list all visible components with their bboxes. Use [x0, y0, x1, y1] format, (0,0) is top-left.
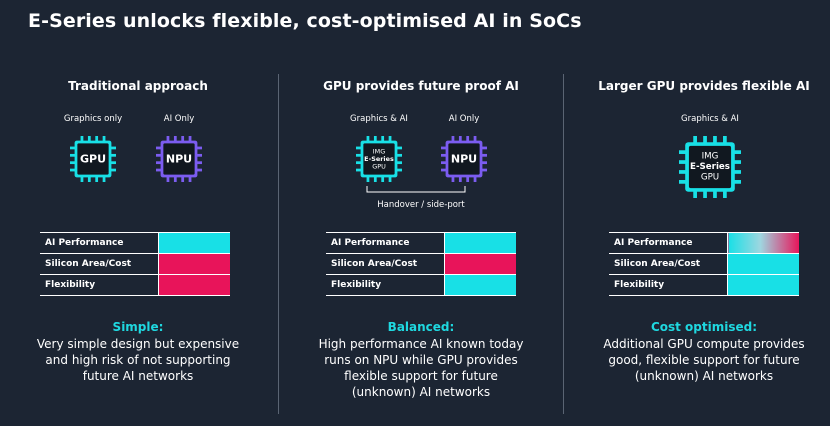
summary-line: flexible support for future: [344, 369, 498, 383]
metric-bar: [158, 232, 230, 254]
chip-caption: Graphics & AI: [681, 114, 739, 124]
chip-caption: Graphics & AI: [350, 114, 408, 124]
chip-label: NPU: [166, 153, 192, 166]
chip-caption: AI Only: [163, 114, 195, 124]
chip-label: NPU: [451, 153, 477, 166]
summary-line: High performance AI known today: [318, 337, 524, 351]
chip-label: GPU: [80, 153, 106, 166]
chip-label: IMG: [702, 152, 719, 162]
metric-bar: [444, 232, 516, 254]
summary-line: Very simple design but expensive: [36, 337, 240, 351]
summary-title: Balanced:: [387, 320, 455, 334]
summary-line: runs on NPU while GPU provides: [324, 353, 518, 367]
metric-bar: [727, 274, 799, 296]
column-heading: Larger GPU provides flexible AI: [598, 79, 810, 93]
chip-label: GPU: [701, 172, 719, 182]
chip-label: IMG: [373, 147, 385, 155]
metric-bar: [158, 253, 230, 275]
summary-title: Cost optimised:: [650, 320, 758, 334]
metric-label: Silicon Area/Cost: [40, 253, 160, 275]
column-heading: Traditional approach: [68, 79, 208, 93]
metrics-table: AI Performance Silicon Area/Cost Flexibi…: [40, 232, 230, 296]
table-row: Flexibility: [326, 274, 516, 296]
handover-bracket: [366, 186, 466, 193]
chip-caption: AI Only: [448, 114, 480, 124]
table-row: Silicon Area/Cost: [326, 253, 516, 275]
metric-bar: [444, 253, 516, 275]
chip-icon: NPU: [156, 136, 202, 182]
summary-text: Very simple design but expensive and hig…: [0, 336, 276, 384]
metric-label: Flexibility: [40, 274, 160, 296]
table-row: Flexibility: [40, 274, 230, 296]
summary-text: High performance AI known today runs on …: [283, 336, 559, 400]
metric-label: Flexibility: [326, 274, 446, 296]
table-row: AI Performance: [326, 232, 516, 254]
chip-caption: Graphics only: [63, 114, 123, 124]
chip-label: GPU: [372, 163, 386, 171]
column-heading: GPU provides future proof AI: [323, 79, 519, 93]
metric-bar: [158, 274, 230, 296]
summary-line: good, flexible support for future: [608, 353, 800, 367]
table-row: AI Performance: [40, 232, 230, 254]
metric-label: AI Performance: [326, 232, 446, 254]
metric-bar: [444, 274, 516, 296]
metric-label: Silicon Area/Cost: [326, 253, 446, 275]
table-row: AI Performance: [609, 232, 799, 254]
summary-line: (unknown) AI networks: [634, 369, 774, 383]
summary-title: Simple:: [112, 320, 164, 334]
metric-label: Flexibility: [609, 274, 729, 296]
summary-line: Additional GPU compute provides: [603, 337, 805, 351]
table-row: Flexibility: [609, 274, 799, 296]
metric-bar: [727, 232, 799, 254]
chip-icon: NPU: [441, 136, 487, 182]
table-row: Silicon Area/Cost: [40, 253, 230, 275]
column-divider: [278, 74, 279, 414]
handover-label: Handover / side-port: [377, 200, 465, 210]
chip-label: E-Series: [690, 162, 730, 172]
chip-label: E-Series: [364, 155, 394, 163]
table-row: Silicon Area/Cost: [609, 253, 799, 275]
summary-line: (unknown) AI networks: [351, 385, 491, 399]
metrics-table: AI Performance Silicon Area/Cost Flexibi…: [609, 232, 799, 296]
summary-line: future AI networks: [82, 369, 194, 383]
column-divider: [563, 74, 564, 414]
chip-icon: GPU: [70, 136, 116, 182]
page-title: E-Series unlocks flexible, cost-optimise…: [28, 10, 582, 32]
metrics-table: AI Performance Silicon Area/Cost Flexibi…: [326, 232, 516, 296]
metric-bar: [727, 253, 799, 275]
summary-text: Additional GPU compute provides good, fl…: [566, 336, 830, 384]
summary-line: and high risk of not supporting: [45, 353, 231, 367]
metric-label: Silicon Area/Cost: [609, 253, 729, 275]
metric-label: AI Performance: [40, 232, 160, 254]
metric-label: AI Performance: [609, 232, 729, 254]
